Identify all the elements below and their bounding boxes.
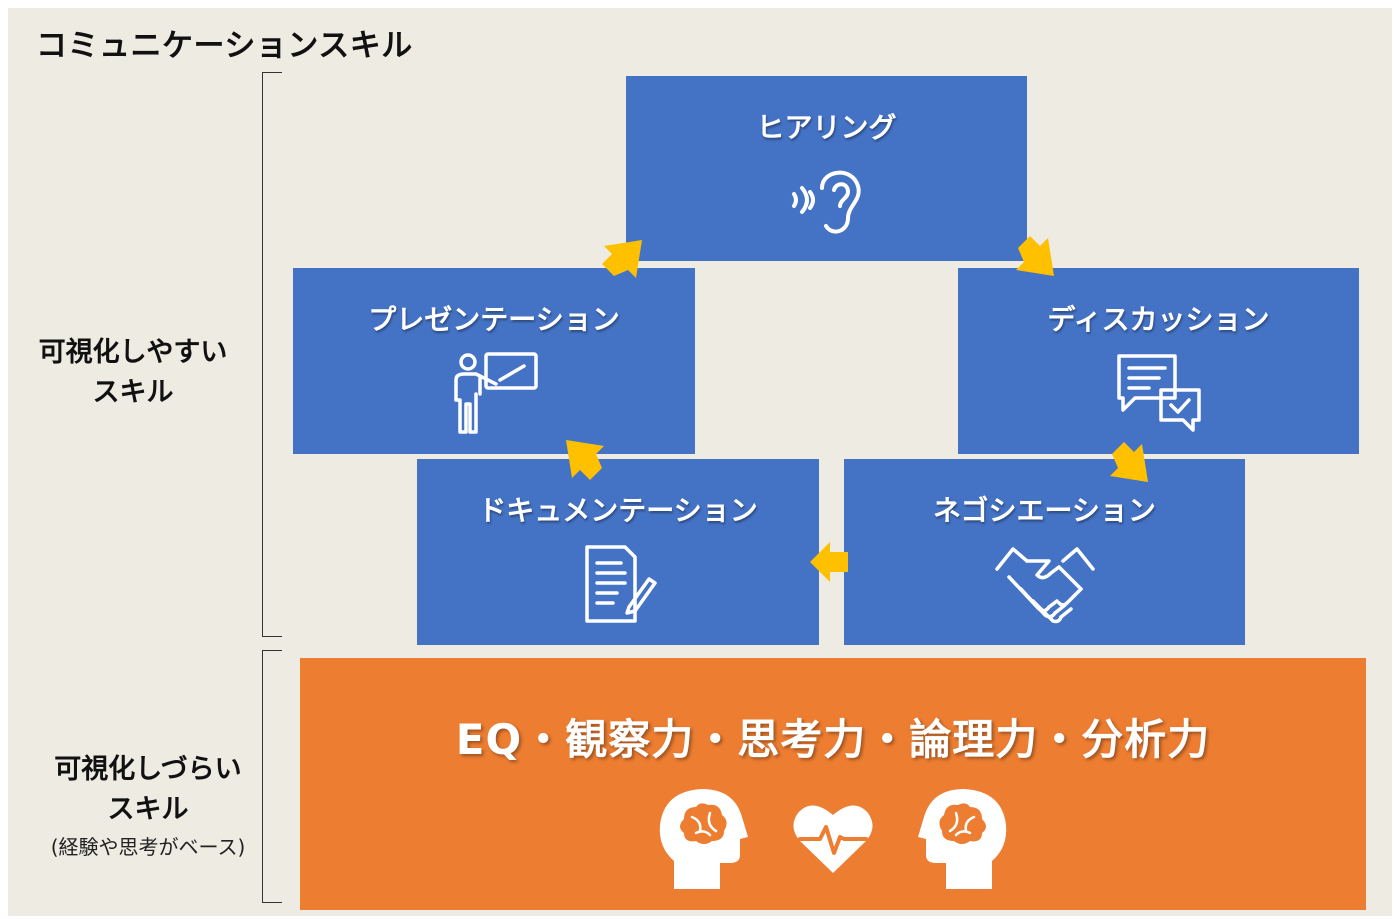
visible-skills-line2: スキル — [92, 377, 174, 408]
diagram-canvas: コミュニケーションスキル 可視化しやすい スキル 可視化しづらい スキル (経験… — [8, 8, 1392, 916]
box-documentation-label: ドキュメンテーション — [478, 494, 758, 527]
handshake-icon — [993, 541, 1097, 631]
foundation-label: EQ・観察力・思考力・論理力・分析力 — [455, 715, 1211, 764]
head-brain-icon — [916, 785, 1012, 893]
arrow-documentation-to-presentation — [566, 440, 604, 480]
presenter-icon — [444, 350, 544, 440]
hard-skills-label: 可視化しづらい スキル (経験や思考がベース) — [38, 750, 258, 864]
foundation-icons — [654, 785, 1012, 893]
box-discussion: ディスカッション — [958, 268, 1359, 454]
document-edit-icon — [573, 541, 663, 631]
arrow-presentation-to-hearing — [602, 240, 642, 278]
box-discussion-label: ディスカッション — [1047, 303, 1270, 336]
box-negotiation: ネゴシエーション — [844, 459, 1245, 645]
head-brain-icon — [654, 785, 750, 893]
ear-icon — [782, 158, 872, 242]
page-title: コミュニケーションスキル — [36, 28, 413, 64]
foundation-box: EQ・観察力・思考力・論理力・分析力 — [300, 658, 1366, 910]
bracket-visible — [262, 72, 282, 637]
box-hearing-label: ヒアリング — [756, 111, 897, 144]
box-documentation: ドキュメンテーション — [417, 459, 819, 645]
box-hearing: ヒアリング — [626, 76, 1027, 261]
heart-pulse-icon — [790, 797, 876, 881]
box-presentation: プレゼンテーション — [293, 268, 695, 454]
visible-skills-label: 可視化しやすい スキル — [30, 333, 236, 413]
arrow-hearing-to-discussion — [1016, 236, 1054, 276]
bracket-hard — [262, 650, 282, 903]
hard-skills-line1: 可視化しづらい — [54, 754, 242, 785]
hard-skills-line2: スキル — [107, 794, 189, 825]
arrow-discussion-to-negotiation — [1110, 442, 1148, 482]
box-presentation-label: プレゼンテーション — [368, 303, 620, 336]
hard-skills-note: (経験や思考がベース) — [50, 835, 246, 859]
arrow-negotiation-to-documentation — [810, 542, 848, 582]
chat-bubbles-icon — [1109, 350, 1209, 438]
visible-skills-line1: 可視化しやすい — [38, 337, 228, 368]
box-negotiation-label: ネゴシエーション — [933, 494, 1156, 527]
